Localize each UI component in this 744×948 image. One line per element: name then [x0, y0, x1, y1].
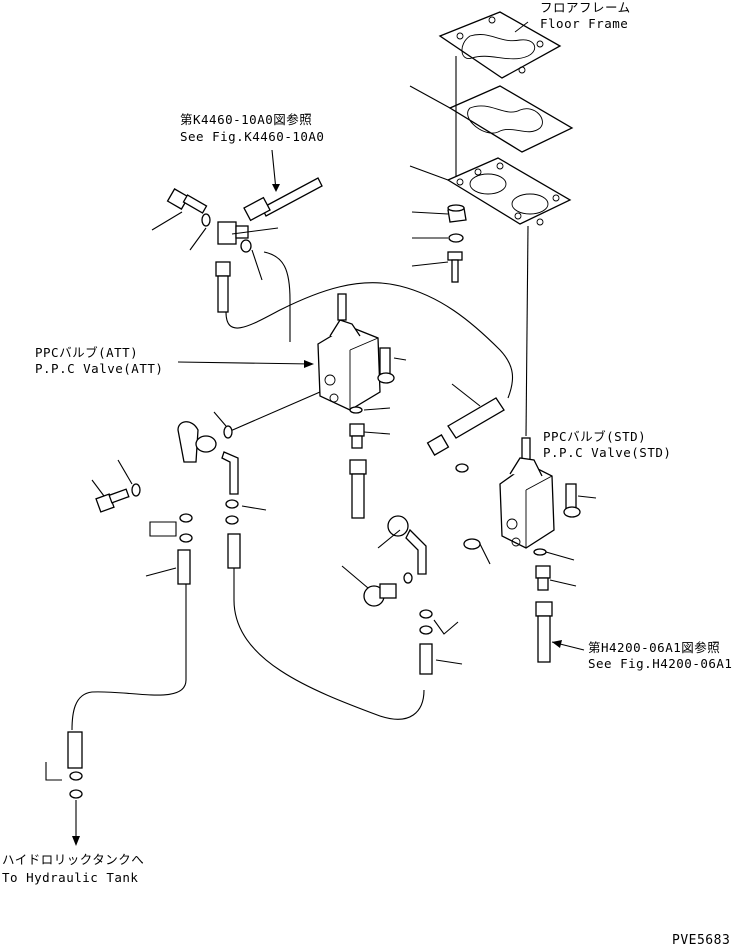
banjo-bolt-part [166, 188, 208, 214]
tee-fitting-right-part [387, 515, 427, 575]
ref-bottom-label-en: See Fig.H4200-06A1 [588, 656, 732, 671]
tank-label-jp: ハイドロリックタンクへ [2, 852, 144, 867]
hose-top-part [243, 177, 323, 222]
ppc-valve-std-part [499, 437, 555, 549]
mounting-plate [446, 157, 572, 226]
hose-tank-part [67, 731, 83, 799]
plug-part [363, 583, 397, 607]
bolt-left-part [95, 488, 130, 513]
tee-fitting-part [177, 421, 239, 495]
hose-left-long-part [177, 533, 241, 585]
hose-right-down-part [419, 643, 433, 675]
valve-att-bolt-part [377, 347, 395, 384]
ppc-std-label-jp: PPCバルブ(STD) [543, 429, 646, 444]
drawing-code: PVE5683 [672, 933, 730, 948]
hose-left-part [215, 261, 231, 313]
bolt-part [447, 251, 463, 283]
ppc-valve-att-part [317, 293, 381, 411]
floor-frame-label-en: Floor Frame [540, 16, 628, 31]
valve-std-bolt-part [563, 483, 581, 518]
hose-center-part [426, 397, 505, 456]
ref-top-label-en: See Fig.K4460-10A0 [180, 129, 324, 144]
hose-att-down-part [349, 459, 367, 519]
ppc-std-label-en: P.P.C Valve(STD) [543, 445, 671, 460]
floor-frame-label-jp: フロアフレーム [540, 0, 631, 15]
ppc-att-label-en: P.P.C Valve(ATT) [35, 361, 163, 376]
ref-bottom-label-jp: 第H4200-06A1図参照 [588, 640, 720, 655]
tank-label-en: To Hydraulic Tank [2, 870, 138, 885]
ref-top-label-jp: 第K4460-10A0図参照 [180, 112, 312, 127]
floor-frame-part [438, 11, 562, 79]
washer-part [448, 233, 464, 243]
ppc-att-label-jp: PPCバルブ(ATT) [35, 345, 138, 360]
adapter-att-part [349, 423, 365, 449]
bushing-part [447, 204, 467, 223]
hose-std-down-part [535, 601, 553, 663]
gasket-plate [448, 85, 574, 153]
elbow-fitting-part [217, 221, 249, 245]
adapter-std-part [535, 565, 551, 591]
